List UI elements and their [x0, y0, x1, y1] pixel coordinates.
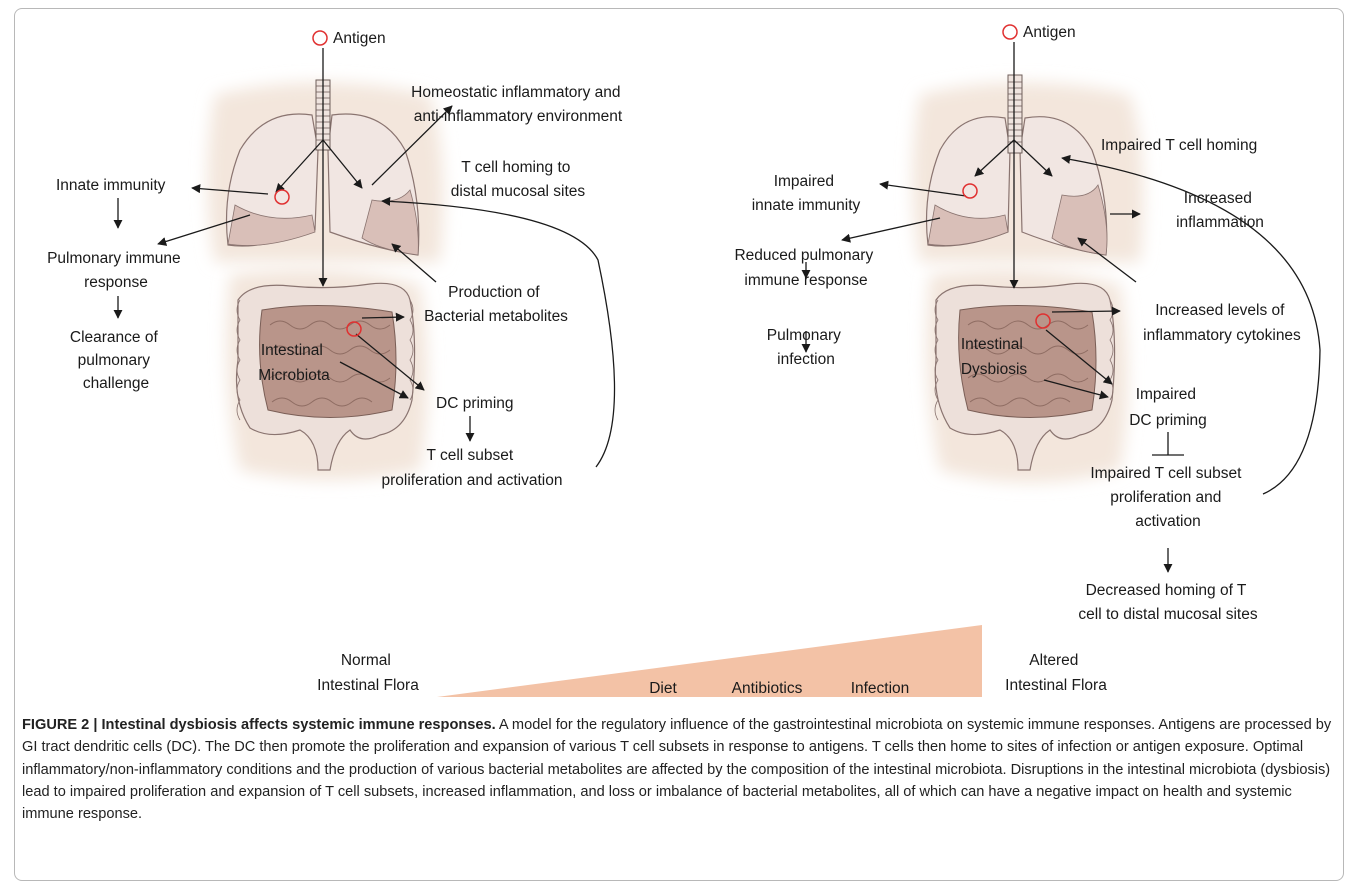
- t-homing-label: T cell homing to distal mucosal sites: [451, 159, 586, 200]
- cytokines-label: Increased levels of inflammatory cytokin…: [1143, 302, 1301, 344]
- factor-diet-label: Diet: [649, 680, 677, 697]
- impaired-t-subset-label: Impaired T cell subset proliferation and…: [1090, 465, 1245, 530]
- impaired-dc-label: Impaired DC priming: [1129, 386, 1207, 429]
- pulmonary-response-label: Pulmonary immune response: [47, 250, 185, 291]
- left-anatomy: [208, 80, 444, 480]
- factor-antibiotics-label: Antibiotics: [732, 680, 803, 697]
- altered-flora-label: Altered Intestinal Flora: [1005, 652, 1107, 694]
- right-antigen-label: Antigen: [1023, 24, 1076, 41]
- homeostatic-label: Homeostatic inflammatory and anti-inflam…: [411, 84, 625, 125]
- right-antigen-circle-top: [1003, 25, 1017, 39]
- clearance-label: Clearance of pulmonary challenge: [70, 329, 162, 392]
- left-antigen-label: Antigen: [333, 30, 386, 47]
- decreased-homing-label: Decreased homing of T cell to distal muc…: [1078, 582, 1257, 623]
- production-label: Production of Bacterial metabolites: [424, 284, 568, 325]
- left-antigen-circle-top: [313, 31, 327, 45]
- normal-flora-label: Normal Intestinal Flora: [317, 652, 419, 694]
- innate-immunity-label: Innate immunity: [56, 177, 166, 194]
- caption-title: FIGURE 2 | Intestinal dysbiosis affects …: [22, 717, 496, 733]
- figure-caption: FIGURE 2 | Intestinal dysbiosis affects …: [22, 714, 1340, 825]
- left-small-intestine: [260, 305, 396, 417]
- increased-inflammation-label: Increased inflammation: [1176, 190, 1264, 231]
- factor-infection-label: Infection: [851, 680, 910, 697]
- impaired-innate-label: Impaired innate immunity: [752, 173, 861, 214]
- impaired-homing-label: Impaired T cell homing: [1101, 137, 1257, 154]
- dc-priming-label: DC priming: [436, 395, 514, 412]
